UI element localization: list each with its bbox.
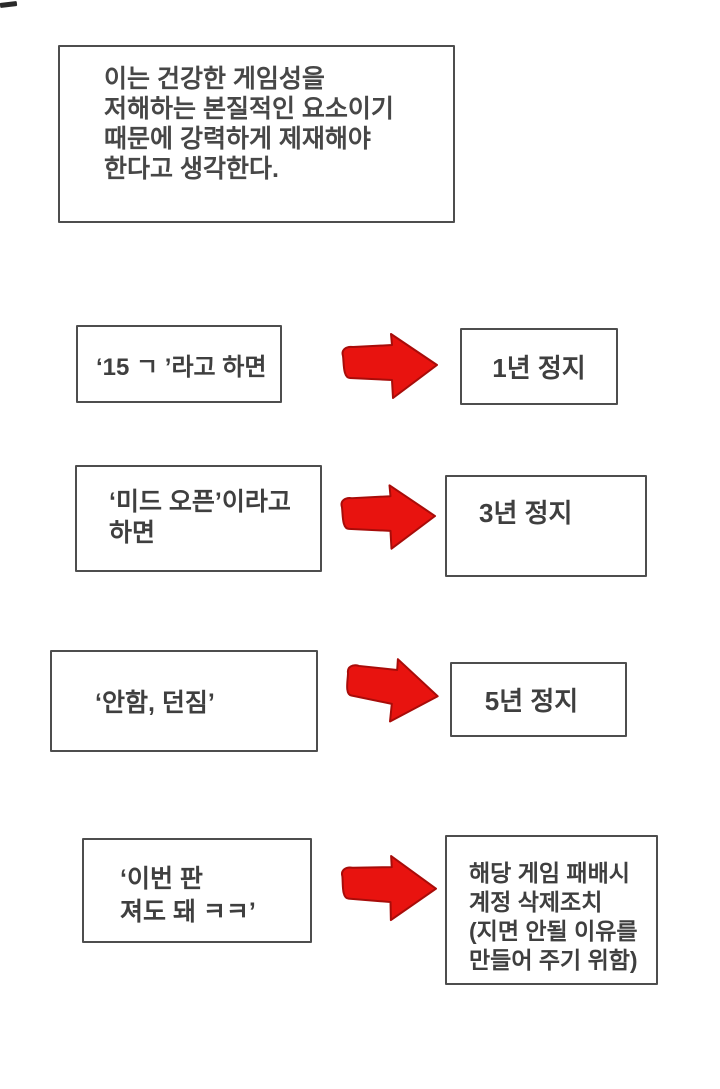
effect-text: 계정 삭제조치 xyxy=(469,889,603,915)
cause-box-2: ‘미드 오픈’이라고 하면 xyxy=(75,465,322,572)
cause-box-1: ‘15 ㄱ ’라고 하면 xyxy=(76,325,282,403)
effect-text: 1년 정지 xyxy=(492,353,586,383)
cause-text: ‘미드 오픈’이라고 xyxy=(109,488,291,516)
corner-artifact-mark xyxy=(0,0,18,9)
effect-text: 5년 정지 xyxy=(484,686,579,716)
intro-box: 이는 건강한 게임성을 저해하는 본질적인 요소이기 때문에 강력하게 제재해야… xyxy=(58,45,455,223)
cause-box-3: ‘안함, 던짐’ xyxy=(50,650,318,752)
arrow-right-icon xyxy=(335,850,443,926)
effect-box-1: 1년 정지 xyxy=(460,328,618,405)
effect-text: 만들어 주기 위함) xyxy=(469,947,638,973)
arrow-right-icon xyxy=(335,643,448,738)
cause-text: ‘안함, 던짐’ xyxy=(95,689,215,717)
intro-line: 때문에 강력하게 제재해야 xyxy=(104,125,371,153)
effect-text: (지면 안될 이유를 xyxy=(469,918,638,944)
effect-text: 해당 게임 패배시 xyxy=(469,860,630,886)
effect-text: 3년 정지 xyxy=(479,498,573,528)
intro-line: 이는 건강한 게임성을 xyxy=(104,65,325,93)
cause-text: ‘15 ㄱ ’라고 하면 xyxy=(96,353,267,381)
intro-line: 저해하는 본질적인 요소이기 xyxy=(104,95,394,123)
effect-box-2: 3년 정지 xyxy=(445,475,647,577)
arrow-right-icon xyxy=(336,330,444,402)
cause-text: 져도 돼 ㅋㅋ’ xyxy=(120,898,256,926)
cause-box-4: ‘이번 판 져도 돼 ㅋㅋ’ xyxy=(82,838,312,943)
intro-line: 한다고 생각한다. xyxy=(104,155,279,183)
effect-box-3: 5년 정지 xyxy=(450,662,627,737)
effect-box-4: 해당 게임 패배시 계정 삭제조치 (지면 안될 이유를 만들어 주기 위함) xyxy=(445,835,658,985)
cause-text: ‘이번 판 xyxy=(120,865,203,893)
cause-text: 하면 xyxy=(109,519,156,547)
arrow-right-icon xyxy=(337,480,440,554)
